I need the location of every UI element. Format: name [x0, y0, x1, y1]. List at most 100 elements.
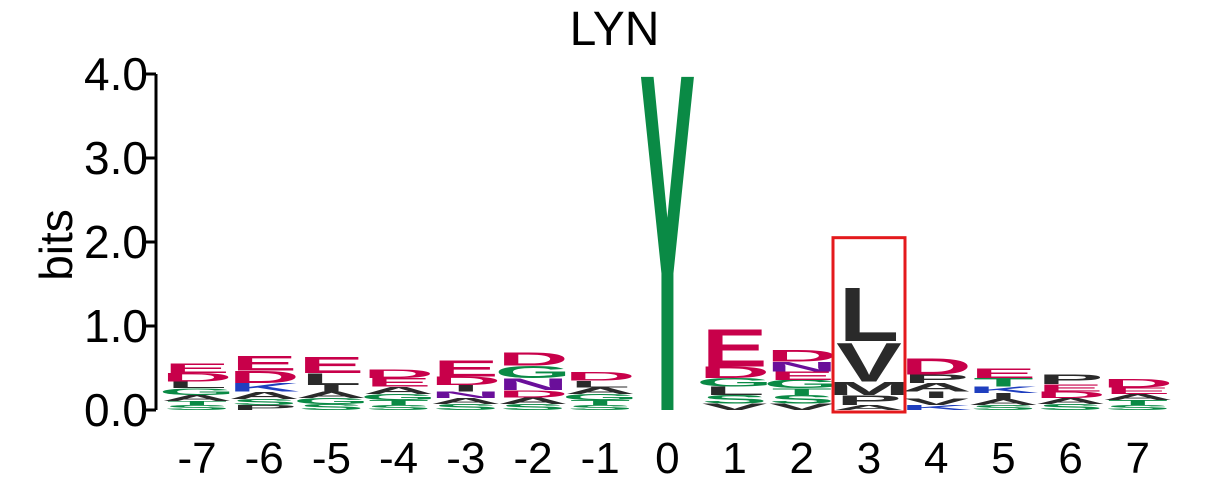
logo-letter-I: I	[923, 390, 950, 400]
y-tick-label: 0.0	[84, 384, 148, 436]
logo-letter-L: L	[705, 384, 765, 397]
logo-letter-S: S	[164, 404, 230, 412]
logo-letter-T: T	[973, 376, 1033, 389]
logo-letter-D: D	[497, 349, 568, 370]
x-tick-label: -4	[379, 434, 418, 483]
logo-letter-S: S	[1105, 404, 1171, 412]
logo-letter-D: D	[699, 363, 770, 381]
x-tick-label: 3	[857, 434, 881, 483]
logo-letter-L: L	[570, 379, 630, 389]
y-axis: 0.01.02.03.04.0	[84, 48, 158, 436]
y-tick-label: 4.0	[84, 48, 148, 100]
y-axis-label: bits	[30, 209, 82, 281]
logo-letter-I: I	[452, 383, 479, 393]
letter-stacks: STAGLDEPSAKDESGAILESTGAEDSANIDESADNGDSTG…	[159, 0, 1174, 496]
logo-letter-D: D	[363, 368, 434, 381]
logo-letter-D: D	[497, 388, 568, 400]
x-tick-label: -3	[446, 434, 485, 483]
logo-letter-T: T	[369, 399, 429, 407]
logo-letter-D: D	[565, 370, 636, 383]
logo-letter-G: G	[159, 386, 236, 396]
logo-letter-A: A	[901, 381, 972, 394]
highlight-box-layer	[831, 236, 907, 414]
logo-letter-T: T	[772, 386, 832, 396]
logo-letter-A: A	[565, 386, 636, 396]
logo-letter-S: S	[971, 404, 1037, 412]
logo-letter-L: L	[839, 271, 899, 357]
logo-letter-L: L	[301, 370, 361, 388]
logo-letter-E: E	[1105, 386, 1171, 396]
x-tick-label: 1	[722, 434, 746, 483]
logo-letter-S: S	[299, 403, 365, 412]
logo-letter-T: T	[1108, 399, 1168, 407]
logo-letter-A: A	[1102, 393, 1173, 402]
logo-letter-A: A	[229, 390, 300, 402]
logo-letter-E: E	[366, 376, 432, 389]
logo-letter-D: D	[161, 371, 232, 384]
logo-letter-M: M	[828, 378, 910, 399]
logo-letter-A: A	[363, 385, 434, 397]
logo-letter-S: S	[500, 403, 566, 412]
logo-letter-E: E	[164, 360, 230, 376]
logo-letter-S: S	[433, 403, 499, 412]
x-tick-label: -2	[513, 434, 552, 483]
logo-letter-S: S	[769, 393, 835, 406]
logo-letter-S: S	[366, 404, 432, 412]
logo-letter-I: I	[318, 383, 345, 393]
logo-letter-A: A	[430, 397, 501, 406]
logo-letter-E: E	[231, 352, 297, 375]
logo-letter-D: D	[430, 374, 501, 387]
chart-title: LYN	[569, 3, 660, 56]
logo-letter-K: K	[901, 404, 972, 412]
logo-letter-D: D	[1035, 390, 1106, 400]
logo-letter-V: V	[903, 397, 969, 407]
logo-letter-P: P	[903, 373, 969, 386]
logo-letter-K: K	[229, 381, 300, 394]
logo-letter-E: E	[971, 365, 1037, 381]
logo-letter-G: G	[293, 397, 370, 406]
logo-letter-A: A	[296, 390, 367, 400]
logo-letter-E: E	[702, 318, 768, 378]
logo-letter-P: P	[1038, 371, 1104, 387]
y-tick-label: 1.0	[84, 300, 148, 352]
x-tick-label: 6	[1058, 434, 1082, 483]
x-tick-label: 0	[655, 434, 679, 483]
logo-letter-K: K	[968, 385, 1039, 395]
x-tick-label: 4	[924, 434, 948, 483]
x-tick-label: 7	[1126, 434, 1150, 483]
logo-letter-A: A	[968, 398, 1039, 407]
logo-letter-I: I	[990, 392, 1017, 401]
logo-letter-G: G	[360, 393, 437, 402]
logo-letter-P: P	[231, 404, 297, 412]
logo-letter-D: D	[1102, 377, 1173, 390]
logo-letter-T: T	[570, 399, 630, 407]
logo-letter-E: E	[433, 356, 499, 382]
logo-letter-S: S	[231, 398, 297, 407]
logo-letter-D: D	[901, 354, 972, 380]
logo-letter-T: T	[167, 400, 227, 407]
logo-letter-S: S	[567, 404, 633, 412]
x-tick-label: -7	[177, 434, 216, 483]
y-tick-label: 2.0	[84, 216, 148, 268]
logo-letter-A: A	[833, 404, 904, 412]
logo-letter-A: A	[1035, 397, 1106, 406]
logo-letter-V: V	[769, 402, 835, 412]
stack-0: Y	[640, 0, 696, 496]
x-tick-label: -1	[581, 434, 620, 483]
logo-letter-S: S	[702, 393, 768, 406]
highlight-box	[831, 236, 907, 414]
